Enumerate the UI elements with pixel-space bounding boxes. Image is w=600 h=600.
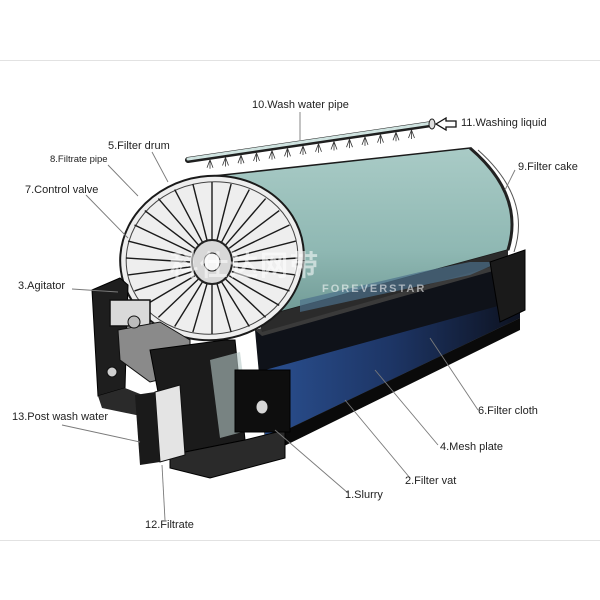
label-filter-vat: 2.Filter vat xyxy=(405,476,456,487)
spray-nozzle xyxy=(269,151,275,160)
spray-nozzle xyxy=(316,144,322,153)
spray-nozzle xyxy=(347,139,353,148)
label-washing-liquid: 11.Washing liquid xyxy=(461,118,547,129)
label-control-valve: 7.Control valve xyxy=(25,185,98,196)
spray-nozzle xyxy=(409,130,415,139)
label-agitator: 3.Agitator xyxy=(18,281,65,292)
spray-nozzle xyxy=(223,157,229,166)
spray-nozzle xyxy=(300,146,306,155)
watermark-english: FOREVERSTAR xyxy=(322,283,426,295)
watermark-chinese: 科仕达网带 xyxy=(170,244,320,284)
label-mesh-plate: 4.Mesh plate xyxy=(440,442,503,453)
spray-nozzle xyxy=(207,160,213,169)
spray-nozzle xyxy=(331,141,337,150)
label-post-wash-water: 13.Post wash water xyxy=(12,412,108,423)
spray-nozzle xyxy=(378,135,384,144)
spray-nozzle xyxy=(362,137,368,146)
label-filter-cloth: 6.Filter cloth xyxy=(478,406,538,417)
spray-nozzle xyxy=(393,132,399,141)
spray-nozzle xyxy=(238,155,244,164)
label-wash-water-pipe: 10.Wash water pipe xyxy=(252,100,349,111)
label-slurry: 1.Slurry xyxy=(345,490,383,501)
spray-nozzle xyxy=(254,153,260,162)
spray-nozzle xyxy=(285,148,291,157)
label-filter-cake: 9.Filter cake xyxy=(518,162,578,173)
label-filtrate: 12.Filtrate xyxy=(145,520,194,531)
label-filter-drum: 5.Filter drum xyxy=(108,141,170,152)
washing-liquid-arrow xyxy=(436,118,456,130)
label-filtrate-pipe: 8.Filtrate pipe xyxy=(50,155,108,165)
